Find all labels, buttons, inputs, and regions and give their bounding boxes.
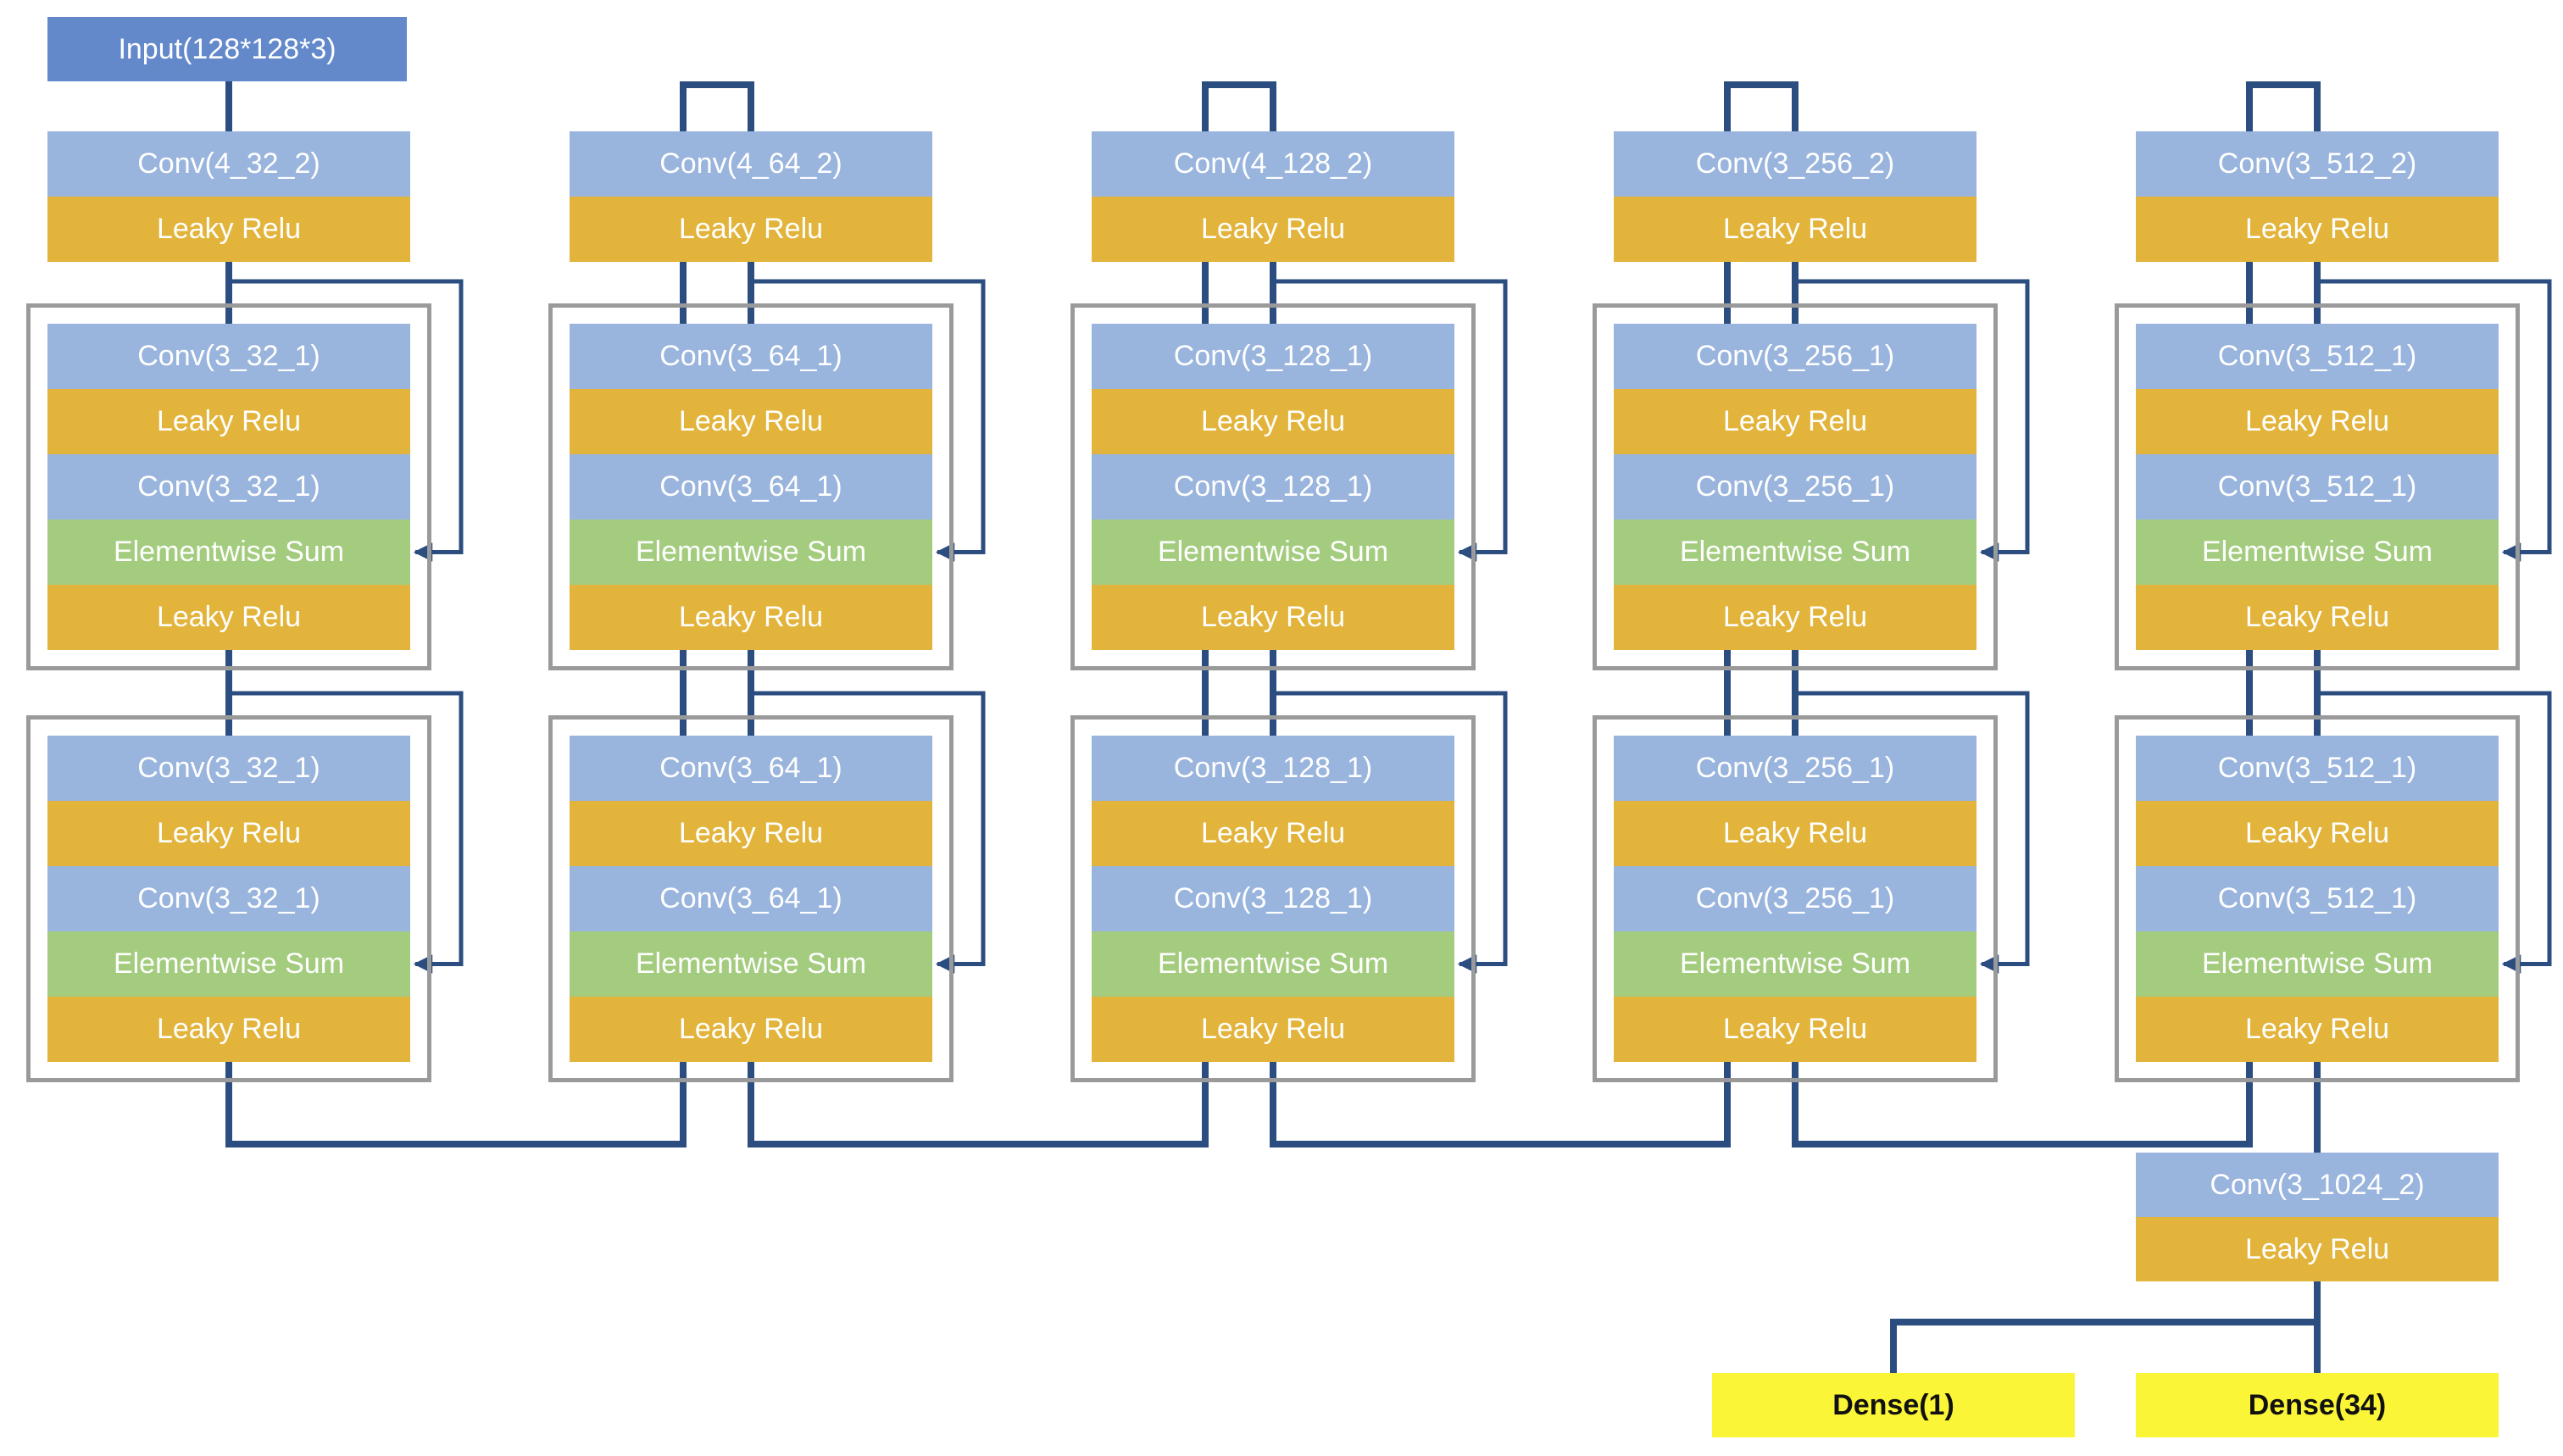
final-to-dense-1-wire xyxy=(1890,1319,2317,1373)
col2-block2-skip-arrow xyxy=(751,691,986,974)
col3-block1-leaky-relu: Leaky Relu xyxy=(1092,585,1454,650)
col2-res-block-1-frame xyxy=(548,303,953,670)
skip-connections xyxy=(229,279,2552,974)
col1-block1-leaky-relu: Leaky Relu xyxy=(47,585,410,650)
col1-downsample-conv: Conv(4_32_2) xyxy=(47,131,410,197)
col1-block1-leaky-relu: Leaky Relu xyxy=(47,389,410,454)
col3-block1-conv: Conv(3_128_1) xyxy=(1092,454,1454,520)
col3-block2-conv: Conv(3_128_1) xyxy=(1092,866,1454,931)
col4-block1-skip-arrow xyxy=(1795,279,2030,562)
col5-res-block-2-frame xyxy=(2115,715,2520,1082)
final-conv-layer: Conv(3_1024_2) xyxy=(2136,1153,2499,1217)
col4-downsample-leaky-relu: Leaky Relu xyxy=(1614,197,1976,262)
col2-block2-leaky-relu: Leaky Relu xyxy=(570,801,932,866)
col5-block2-skip-arrow xyxy=(2317,691,2552,974)
col2-downsample-conv: Conv(4_64_2) xyxy=(570,131,932,197)
col2-res-block-2-frame xyxy=(548,715,953,1082)
col3-block1-conv: Conv(3_128_1) xyxy=(1092,324,1454,389)
col1-block1-conv: Conv(3_32_1) xyxy=(47,454,410,520)
col1-block1-elementwise-sum: Elementwise Sum xyxy=(47,520,410,585)
col2-block1-skip-arrow xyxy=(751,279,986,562)
col3-block2-leaky-relu: Leaky Relu xyxy=(1092,801,1454,866)
col5-block2-conv: Conv(3_512_1) xyxy=(2136,866,2499,931)
input-layer: Input(128*128*3) xyxy=(47,17,407,81)
col5-downsample-leaky-relu: Leaky Relu xyxy=(2136,197,2499,262)
col4-res-block-1-frame xyxy=(1593,303,1998,670)
col2-block1-conv: Conv(3_64_1) xyxy=(570,324,932,389)
col1-block1-conv: Conv(3_32_1) xyxy=(47,324,410,389)
col2-block1-conv: Conv(3_64_1) xyxy=(570,454,932,520)
col5-block2-conv: Conv(3_512_1) xyxy=(2136,736,2499,801)
col3-res-block-1-frame xyxy=(1070,303,1476,670)
col4-downsample-conv: Conv(3_256_2) xyxy=(1614,131,1976,197)
col1-block1-skip-arrow xyxy=(229,279,464,562)
col4-block2-conv: Conv(3_256_1) xyxy=(1614,736,1976,801)
col4-block1-conv: Conv(3_256_1) xyxy=(1614,454,1976,520)
col1-downsample-leaky-relu: Leaky Relu xyxy=(47,197,410,262)
col1-block2-conv: Conv(3_32_1) xyxy=(47,866,410,931)
col4-block1-leaky-relu: Leaky Relu xyxy=(1614,585,1976,650)
col2-block2-elementwise-sum: Elementwise Sum xyxy=(570,931,932,997)
col4-block1-leaky-relu: Leaky Relu xyxy=(1614,389,1976,454)
col3-block1-leaky-relu: Leaky Relu xyxy=(1092,389,1454,454)
col4-block1-elementwise-sum: Elementwise Sum xyxy=(1614,520,1976,585)
dense-head-34: Dense(34) xyxy=(2136,1373,2499,1437)
col5-block2-leaky-relu: Leaky Relu xyxy=(2136,801,2499,866)
col2-downsample-leaky-relu: Leaky Relu xyxy=(570,197,932,262)
col3-block1-skip-arrow xyxy=(1273,279,1508,562)
col4-block2-elementwise-sum: Elementwise Sum xyxy=(1614,931,1976,997)
col5-block1-leaky-relu: Leaky Relu xyxy=(2136,585,2499,650)
col2-block2-conv: Conv(3_64_1) xyxy=(570,736,932,801)
col3-downsample-conv: Conv(4_128_2) xyxy=(1092,131,1454,197)
col3-res-block-2-frame xyxy=(1070,715,1476,1082)
col2-block1-leaky-relu: Leaky Relu xyxy=(570,585,932,650)
col1-res-block-2-frame xyxy=(26,715,431,1082)
col5-block1-skip-arrow xyxy=(2317,279,2552,562)
col4-block2-leaky-relu: Leaky Relu xyxy=(1614,801,1976,866)
col1-block2-leaky-relu: Leaky Relu xyxy=(47,801,410,866)
col3-block1-elementwise-sum: Elementwise Sum xyxy=(1092,520,1454,585)
col3-block2-elementwise-sum: Elementwise Sum xyxy=(1092,931,1454,997)
dense-head-1: Dense(1) xyxy=(1712,1373,2075,1437)
col5-block1-conv: Conv(3_512_1) xyxy=(2136,454,2499,520)
col5-block1-elementwise-sum: Elementwise Sum xyxy=(2136,520,2499,585)
col1-block2-skip-arrow xyxy=(229,691,464,974)
col1-block2-leaky-relu: Leaky Relu xyxy=(47,997,410,1062)
col3-downsample-leaky-relu: Leaky Relu xyxy=(1092,197,1454,262)
col5-block1-leaky-relu: Leaky Relu xyxy=(2136,389,2499,454)
col4-block2-skip-arrow xyxy=(1795,691,2030,974)
col3-block2-skip-arrow xyxy=(1273,691,1508,974)
col1-res-block-1-frame xyxy=(26,303,431,670)
col5-downsample-conv: Conv(3_512_2) xyxy=(2136,131,2499,197)
col4-res-block-2-frame xyxy=(1593,715,1998,1082)
col5-block2-elementwise-sum: Elementwise Sum xyxy=(2136,931,2499,997)
col5-res-block-1-frame xyxy=(2115,303,2520,670)
col5-block1-conv: Conv(3_512_1) xyxy=(2136,324,2499,389)
col1-block2-conv: Conv(3_32_1) xyxy=(47,736,410,801)
col3-block2-leaky-relu: Leaky Relu xyxy=(1092,997,1454,1062)
col1-block2-elementwise-sum: Elementwise Sum xyxy=(47,931,410,997)
col4-block1-conv: Conv(3_256_1) xyxy=(1614,324,1976,389)
col2-block2-leaky-relu: Leaky Relu xyxy=(570,997,932,1062)
col5-block2-leaky-relu: Leaky Relu xyxy=(2136,997,2499,1062)
col4-block2-leaky-relu: Leaky Relu xyxy=(1614,997,1976,1062)
col2-block1-elementwise-sum: Elementwise Sum xyxy=(570,520,932,585)
col3-block2-conv: Conv(3_128_1) xyxy=(1092,736,1454,801)
col2-block1-leaky-relu: Leaky Relu xyxy=(570,389,932,454)
final-leaky-relu-layer: Leaky Relu xyxy=(2136,1217,2499,1281)
col2-block2-conv: Conv(3_64_1) xyxy=(570,866,932,931)
col4-block2-conv: Conv(3_256_1) xyxy=(1614,866,1976,931)
